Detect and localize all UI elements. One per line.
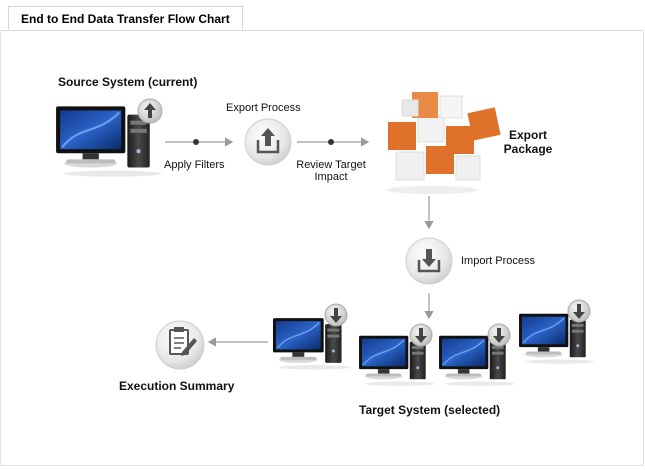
apply-filters-label: Apply Filters — [164, 159, 225, 171]
target-computer-icon — [438, 323, 516, 387]
review-target-arrow — [297, 137, 370, 147]
source-system-label: Source System (current) — [58, 75, 198, 89]
export-process-label: Export Process — [226, 102, 301, 114]
export-process-icon — [244, 118, 292, 166]
export-package-label: Export Package — [503, 128, 553, 156]
target-computer-icon — [358, 323, 436, 387]
tab-flow-chart[interactable]: End to End Data Transfer Flow Chart — [8, 6, 243, 30]
target-system-label: Target System (selected) — [359, 403, 501, 417]
target-computer-icon — [518, 299, 596, 365]
target-computer-icon — [272, 303, 352, 371]
diagram-panel — [0, 30, 644, 466]
execution-summary-label: Execution Summary — [119, 379, 235, 393]
export-package-icon — [386, 92, 501, 194]
import-process-label: Import Process — [461, 255, 535, 267]
apply-filters-arrow — [165, 137, 234, 147]
import-process-icon — [405, 237, 453, 285]
upload-badge-icon — [137, 98, 163, 124]
execution-summary-icon — [155, 320, 205, 370]
review-target-label: Review Target Impact — [296, 159, 366, 183]
